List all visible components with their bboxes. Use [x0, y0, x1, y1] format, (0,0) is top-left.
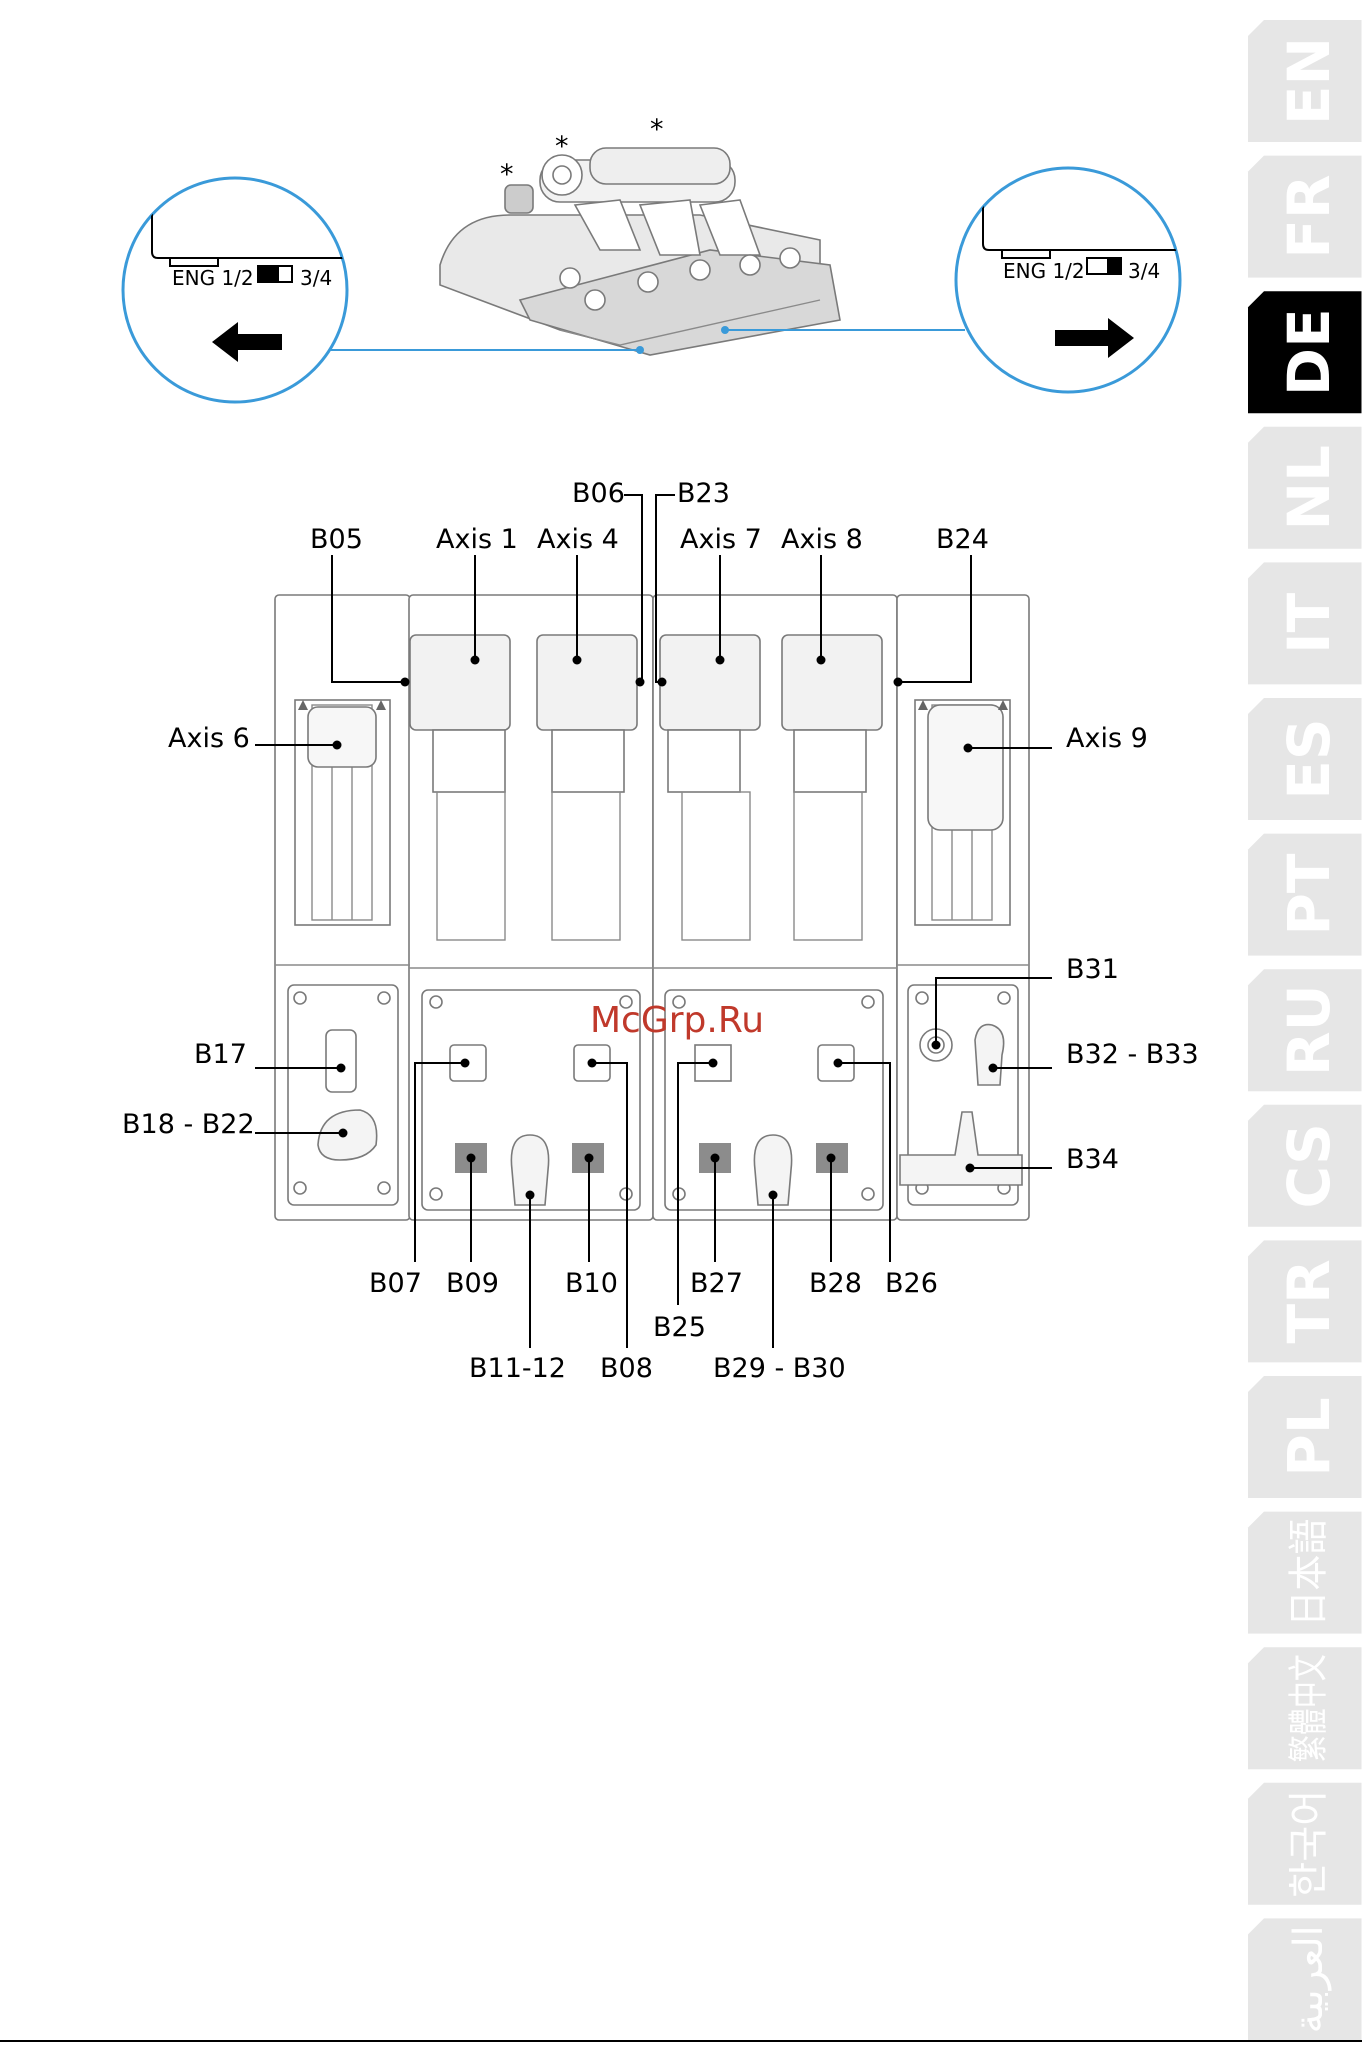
language-tab-8[interactable]: RU — [1248, 969, 1362, 1091]
label-axis-1: Axis 1 — [436, 524, 518, 555]
throttle-illustration: * * * — [440, 114, 840, 355]
tab-label: FR — [1275, 174, 1343, 258]
label-b32-b33: B32 - B33 — [1066, 1039, 1199, 1070]
label-b09: B09 — [446, 1268, 499, 1299]
language-tab-2[interactable]: FR — [1248, 156, 1362, 278]
language-tab-1[interactable]: EN — [1248, 20, 1362, 142]
throttle-top-view — [275, 595, 1029, 1220]
language-tab-10[interactable]: TR — [1248, 1240, 1362, 1362]
switch-label-eng12: ENG 1/2 — [1003, 259, 1085, 283]
switch-label-eng12: ENG 1/2 — [172, 266, 254, 290]
tab-label: 日本語 — [1286, 1519, 1332, 1627]
tab-label: NL — [1275, 445, 1343, 531]
tab-label: 繁體中文 — [1286, 1654, 1332, 1762]
language-tab-14[interactable]: 한국어 — [1248, 1783, 1362, 1905]
label-axis-4: Axis 4 — [537, 524, 619, 555]
label-b10: B10 — [565, 1268, 618, 1299]
label-b06: B06 — [572, 478, 625, 509]
switch-callout-right: ENG 1/2 3/4 — [956, 168, 1190, 392]
language-tab-6[interactable]: ES — [1248, 698, 1362, 820]
tab-label: PL — [1275, 1397, 1343, 1476]
language-tab-3[interactable]: DE — [1248, 291, 1362, 413]
label-b25: B25 — [653, 1312, 706, 1343]
tab-label: العربية — [1286, 1925, 1332, 2033]
label-b24: B24 — [936, 524, 989, 555]
label-b07: B07 — [369, 1268, 422, 1299]
label-b27: B27 — [690, 1268, 743, 1299]
label-b17: B17 — [194, 1039, 247, 1070]
tab-label: CS — [1275, 1123, 1343, 1208]
label-axis-7: Axis 7 — [680, 524, 762, 555]
language-tab-15[interactable]: العربية — [1248, 1918, 1362, 2040]
label-b29-b30: B29 - B30 — [713, 1353, 846, 1384]
callout-dot — [636, 346, 644, 354]
tab-label: PT — [1275, 853, 1343, 936]
watermark: McGrp.Ru — [590, 1000, 764, 1041]
label-b08: B08 — [600, 1353, 653, 1384]
label-b11-12: B11-12 — [469, 1353, 566, 1384]
label-b34: B34 — [1066, 1144, 1119, 1175]
tab-label: DE — [1275, 308, 1343, 396]
tab-label: ES — [1275, 718, 1343, 799]
label-axis-8: Axis 8 — [781, 524, 863, 555]
tab-label: 한국어 — [1286, 1790, 1332, 1898]
tab-label: RU — [1275, 984, 1343, 1076]
language-tab-5[interactable]: IT — [1248, 562, 1362, 684]
asterisk-mark: * — [650, 114, 664, 145]
switch-callout-left: ENG 1/2 3/4 — [123, 178, 360, 402]
tab-label: TR — [1275, 1259, 1343, 1343]
label-b26: B26 — [885, 1268, 938, 1299]
label-b31: B31 — [1066, 954, 1119, 985]
tab-label: IT — [1275, 592, 1343, 654]
language-tab-12[interactable]: 日本語 — [1248, 1512, 1362, 1634]
switch-label-eng34: 3/4 — [1128, 259, 1160, 283]
callout-dot — [721, 326, 729, 334]
language-tab-13[interactable]: 繁體中文 — [1248, 1647, 1362, 1769]
label-b23: B23 — [677, 478, 730, 509]
language-tab-4[interactable]: NL — [1248, 427, 1362, 549]
label-axis-9: Axis 9 — [1066, 723, 1148, 754]
label-b18-b22: B18 - B22 — [122, 1109, 255, 1140]
label-axis-6: Axis 6 — [168, 723, 250, 754]
label-b28: B28 — [809, 1268, 862, 1299]
language-tab-11[interactable]: PL — [1248, 1376, 1362, 1498]
asterisk-mark: * — [555, 131, 569, 162]
language-tab-7[interactable]: PT — [1248, 834, 1362, 956]
language-tab-9[interactable]: CS — [1248, 1105, 1362, 1227]
label-b05: B05 — [310, 524, 363, 555]
switch-label-eng34: 3/4 — [300, 266, 332, 290]
asterisk-mark: * — [500, 159, 514, 190]
tab-label: EN — [1275, 37, 1343, 125]
